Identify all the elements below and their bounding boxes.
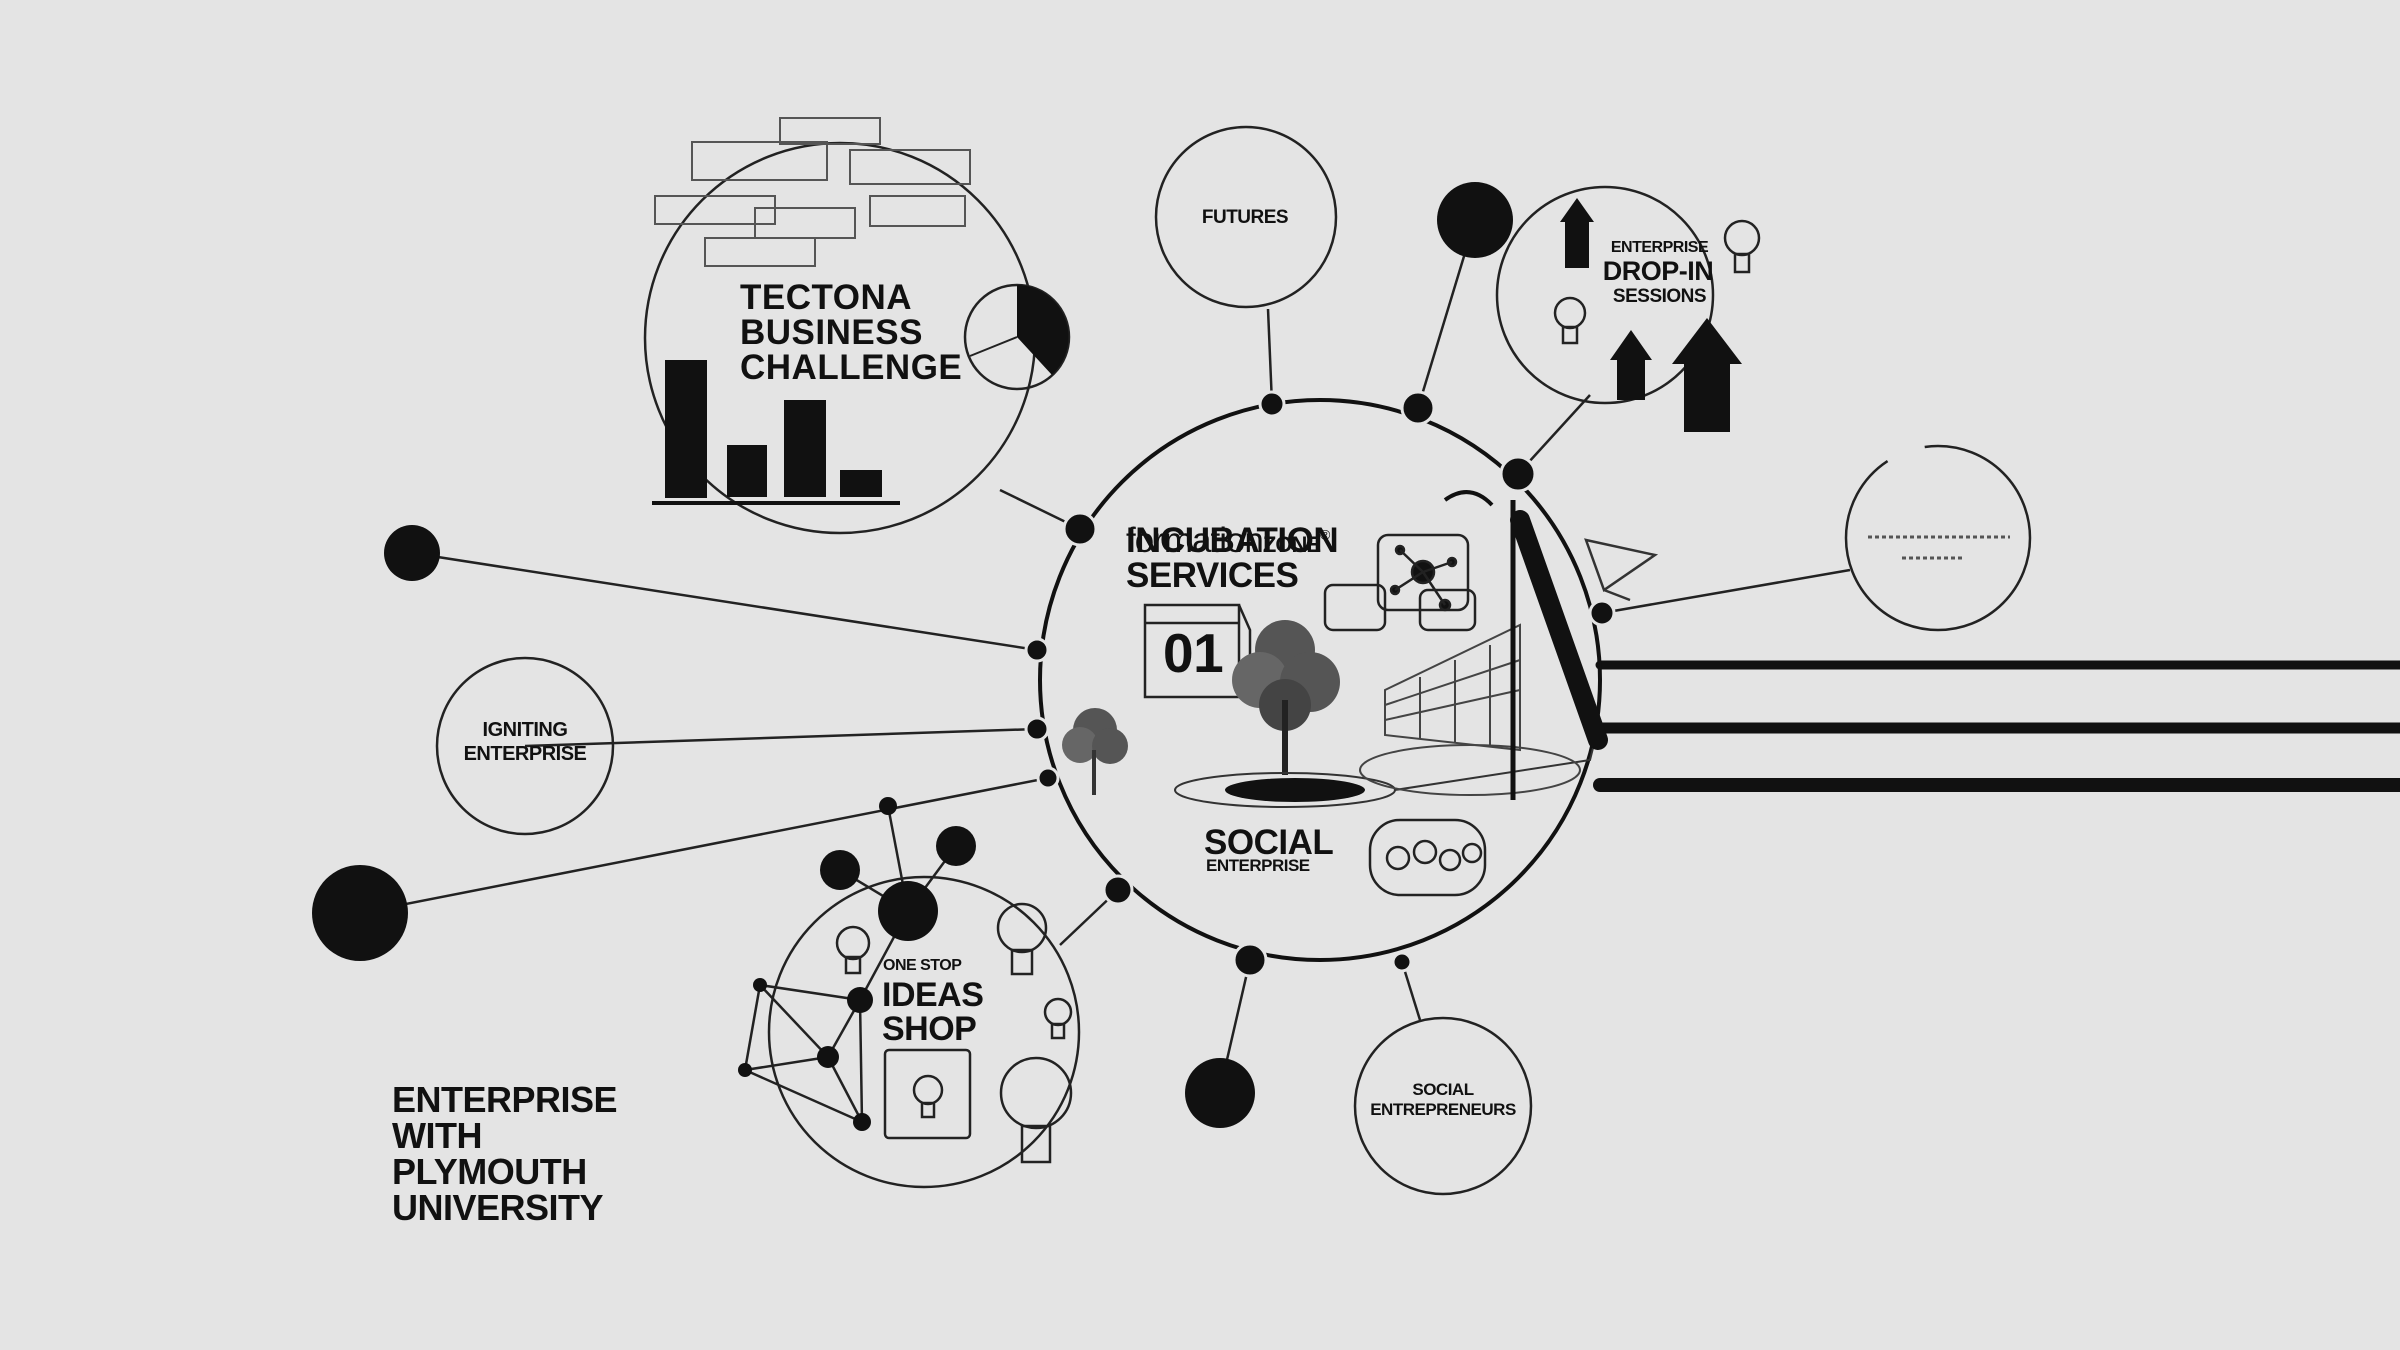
pie-chart-icon (963, 283, 1071, 391)
social-label: SOCIAL (1204, 823, 1334, 862)
tree-illustration (1062, 620, 1396, 808)
hub-title: INCUBATION SERVICES (1126, 521, 1339, 595)
formationzone-logo: formationZONE® (1126, 488, 1330, 560)
hub-ring (1038, 398, 1602, 962)
building-illustration (1359, 623, 1601, 796)
bar-chart-icon (652, 360, 900, 505)
footer-title: ENTERPRISE WITH PLYMOUTH UNIVERSITY (392, 1079, 618, 1228)
dropin-small-label: ENTERPRISE (1610, 239, 1709, 256)
paper-plane-icon (1584, 538, 1659, 602)
social-enterprise-label: ENTERPRISE (1206, 856, 1310, 875)
formationzone-light: formation (1126, 521, 1264, 560)
speech-bubble-icons (1323, 533, 1487, 897)
hub-nodes (1024, 390, 1616, 978)
stream-lines (1593, 660, 2400, 792)
lightbulb-icons (835, 219, 1761, 1164)
lamp-post-icon (1443, 490, 1608, 800)
satellite-circles (435, 125, 2032, 1196)
formationzone-bold: ZONE (1262, 532, 1321, 557)
ideas-small-label: ONE STOP (883, 957, 962, 974)
black-dots (312, 182, 1513, 1131)
arrow-up-icons (1560, 198, 1742, 432)
formationzone-mark: ® (1320, 526, 1330, 543)
social-entrepreneurs-label: SOCIAL ENTREPRENEURS (1370, 1080, 1516, 1119)
tectona-label: TECTONA BUSINESS CHALLENGE (740, 278, 963, 387)
notepad-icon (883, 1048, 972, 1140)
dropin-sub-label: SESSIONS (1612, 286, 1707, 307)
ideas-big-label: IDEAS SHOP (882, 976, 984, 1048)
sketch-boxes-icon (654, 117, 971, 267)
scribble-text (1868, 535, 2010, 560)
futures-label: FUTURES (1201, 207, 1289, 228)
dropin-big-label: DROP-IN (1602, 256, 1714, 286)
calendar-number: 01 (1163, 622, 1224, 684)
igniting-label: IGNITING ENTERPRISE (463, 719, 587, 765)
